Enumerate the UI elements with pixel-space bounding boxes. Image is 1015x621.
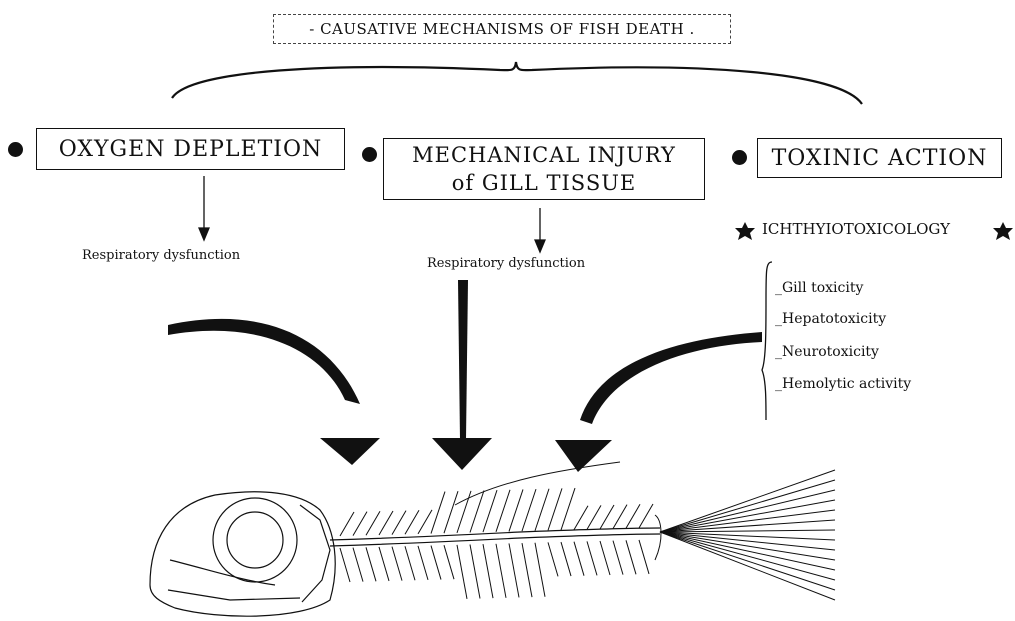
tail-fin [655,515,661,560]
big-arrow-center [432,280,492,470]
ichthyiotoxicology-heading: ICHTHYIOTOXICOLOGY [762,220,950,238]
oxygen-depletion-box: OXYGEN DEPLETION [36,128,345,170]
thin-arrow-mechanical [535,208,545,252]
bullet-oxygen [8,142,23,157]
big-arrow-right [555,332,762,472]
bullet-mechanical [362,147,377,162]
toxicity-item: _Hepatotoxicity [775,311,886,327]
effect-mechanical: Respiratory dysfunction [427,256,585,271]
diagram-title: - CAUSATIVE MECHANISMS OF FISH DEATH . [273,14,731,44]
star-icon-right [993,222,1013,240]
mechanical-injury-line2: of GILL TISSUE [452,169,636,197]
toxicity-item: _Hemolytic activity [775,376,911,392]
effect-oxygen: Respiratory dysfunction [82,248,240,263]
star-icon-left [735,222,755,240]
thin-arrow-oxygen [199,176,209,240]
fish-skeleton-illustration [150,492,660,616]
mechanical-injury-line1: MECHANICAL INJURY [412,141,676,169]
mechanical-injury-box: MECHANICAL INJURY of GILL TISSUE [383,138,705,200]
grouping-brace [172,62,862,104]
toxinic-action-box: TOXINIC ACTION [757,138,1002,178]
bullet-toxinic [732,150,747,165]
big-arrow-left [168,319,380,465]
toxicity-bracket [762,262,772,420]
toxicity-item: _Neurotoxicity [775,344,879,360]
dorsal-fin [455,462,620,505]
toxicity-item: _Gill toxicity [775,280,863,296]
